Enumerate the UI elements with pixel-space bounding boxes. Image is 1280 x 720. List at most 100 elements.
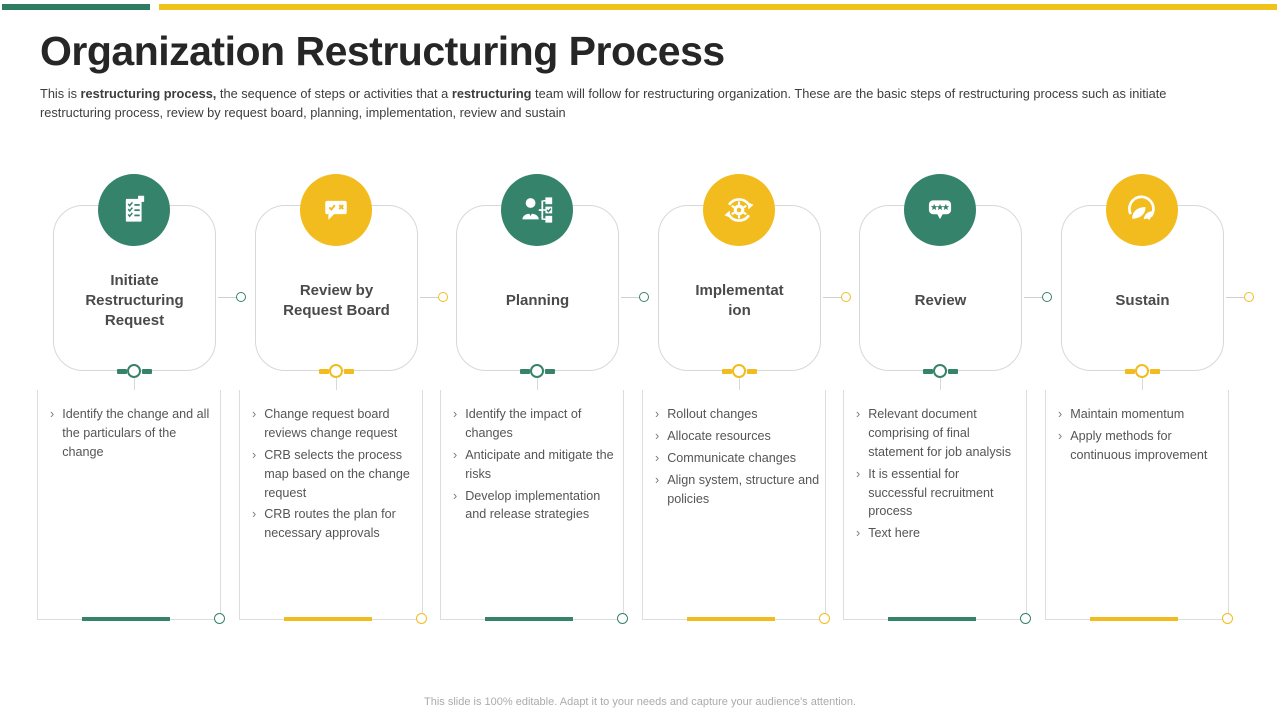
approval-chat-icon [300, 174, 372, 246]
connector-line [621, 297, 640, 298]
list-item: ›Apply methods for continuous improvemen… [1058, 427, 1223, 465]
list-item: ›Text here [856, 524, 1021, 543]
step-title: Sustain [1115, 292, 1170, 310]
step-title: Implementat ion [695, 282, 784, 319]
detail-corner-dot [819, 613, 830, 624]
detail-accent-bar [284, 617, 372, 621]
handle-dash [142, 369, 152, 374]
list-item: ›Develop implementation and release stra… [453, 487, 618, 525]
detail-corner-dot [617, 613, 628, 624]
handle-dash [747, 369, 757, 374]
bullet-marker: › [252, 507, 257, 522]
bullet-marker: › [50, 407, 55, 421]
drop-connector [537, 378, 538, 390]
bullet-marker: › [655, 407, 660, 421]
connector-dot [1244, 292, 1254, 302]
detail-accent-bar [485, 617, 573, 621]
bullet-marker: › [856, 466, 861, 481]
bullet-list: ›Identify the impact of changes ›Anticip… [441, 390, 623, 524]
connector-dot [236, 292, 246, 302]
detail-box: ›Identify the change and all the particu… [37, 390, 225, 624]
detail-accent-bar [1090, 617, 1178, 621]
connector-line [218, 297, 237, 298]
handle-dash [1125, 369, 1135, 374]
connector-dot [841, 292, 851, 302]
bullet-marker: › [453, 447, 458, 462]
detail-box: ›Identify the impact of changes ›Anticip… [440, 390, 628, 624]
detail-accent-bar [888, 617, 976, 621]
step-column-review-board: Review by Request Board ›Change request … [239, 174, 448, 634]
intro-paragraph: This is restructuring process, the seque… [40, 86, 1167, 120]
detail-box: ›Maintain momentum ›Apply methods for co… [1045, 390, 1233, 624]
page-title: Organization Restructuring Process [40, 28, 725, 74]
detail-box: ›Relevant document comprising of final s… [843, 390, 1031, 624]
handle-dash [117, 369, 127, 374]
bullet-marker: › [1058, 428, 1063, 443]
sustain-leaf-icon [1106, 174, 1178, 246]
step-title: Planning [505, 292, 570, 310]
detail-corner-dot [416, 613, 427, 624]
bullet-marker: › [453, 407, 458, 421]
handle-dash [1150, 369, 1160, 374]
handle-dot [1135, 364, 1149, 378]
step-column-review: Review ›Rel [843, 174, 1052, 634]
list-item: ›Identify the change and all the particu… [50, 405, 215, 462]
connector-line [1226, 297, 1245, 298]
drop-connector [1142, 378, 1143, 390]
list-item: ›Identify the impact of changes [453, 405, 618, 443]
handle-dot [329, 364, 343, 378]
drop-connector [940, 378, 941, 390]
list-item: ›Rollout changes [655, 405, 820, 424]
list-item: ›CRB selects the process map based on th… [252, 446, 417, 503]
list-item: ›Relevant document comprising of final s… [856, 405, 1021, 462]
list-item: ›Maintain momentum [1058, 405, 1223, 424]
top-accent-bar-green [2, 4, 150, 10]
bullet-list: ›Rollout changes ›Allocate resources ›Co… [643, 390, 825, 508]
handle-dash [923, 369, 933, 374]
handle-dash [520, 369, 530, 374]
drop-connector [336, 378, 337, 390]
drop-connector [739, 378, 740, 390]
list-item: ›Anticipate and mitigate the risks [453, 446, 618, 484]
person-orgchart-icon [501, 174, 573, 246]
footer-note: This slide is 100% editable. Adapt it to… [424, 696, 856, 708]
list-item: ›Change request board reviews change req… [252, 405, 417, 443]
handle-dash [722, 369, 732, 374]
bullet-marker: › [655, 450, 660, 465]
connector-line [420, 297, 439, 298]
detail-corner-dot [1222, 613, 1233, 624]
bullet-list: ›Identify the change and all the particu… [38, 390, 220, 462]
step-title: Review by Request Board [283, 282, 390, 319]
bullet-marker: › [856, 526, 861, 541]
list-item: ›Allocate resources [655, 427, 820, 446]
connector-dot [438, 292, 448, 302]
handle-dot [933, 364, 947, 378]
bullet-list: ›Relevant document comprising of final s… [844, 390, 1026, 543]
step-column-sustain: Sustain ›Maintain momentum ›Apply method… [1045, 174, 1254, 634]
bullet-marker: › [252, 447, 257, 462]
handle-dash [948, 369, 958, 374]
detail-corner-dot [1020, 613, 1031, 624]
bullet-marker: › [1058, 407, 1063, 421]
bullet-list: ›Change request board reviews change req… [240, 390, 422, 543]
bullet-marker: › [252, 407, 257, 421]
step-column-planning: Planning [440, 174, 649, 634]
drop-connector [134, 378, 135, 390]
connector-dot [639, 292, 649, 302]
connector-line [1024, 297, 1043, 298]
checklist-icon [98, 174, 170, 246]
handle-dot [127, 364, 141, 378]
bullet-marker: › [453, 488, 458, 503]
top-accent-bar-yellow [159, 4, 1277, 10]
bullet-list: ›Maintain momentum ›Apply methods for co… [1046, 390, 1228, 465]
detail-accent-bar [687, 617, 775, 621]
handle-dot [732, 364, 746, 378]
detail-box: ›Rollout changes ›Allocate resources ›Co… [642, 390, 830, 624]
bullet-marker: › [856, 407, 861, 421]
detail-accent-bar [82, 617, 170, 621]
step-column-initiate: Initiate Restructuring Request ›Identify… [37, 174, 246, 634]
detail-box: ›Change request board reviews change req… [239, 390, 427, 624]
step-column-implementation: Implementat ion [642, 174, 851, 634]
connector-dot [1042, 292, 1052, 302]
